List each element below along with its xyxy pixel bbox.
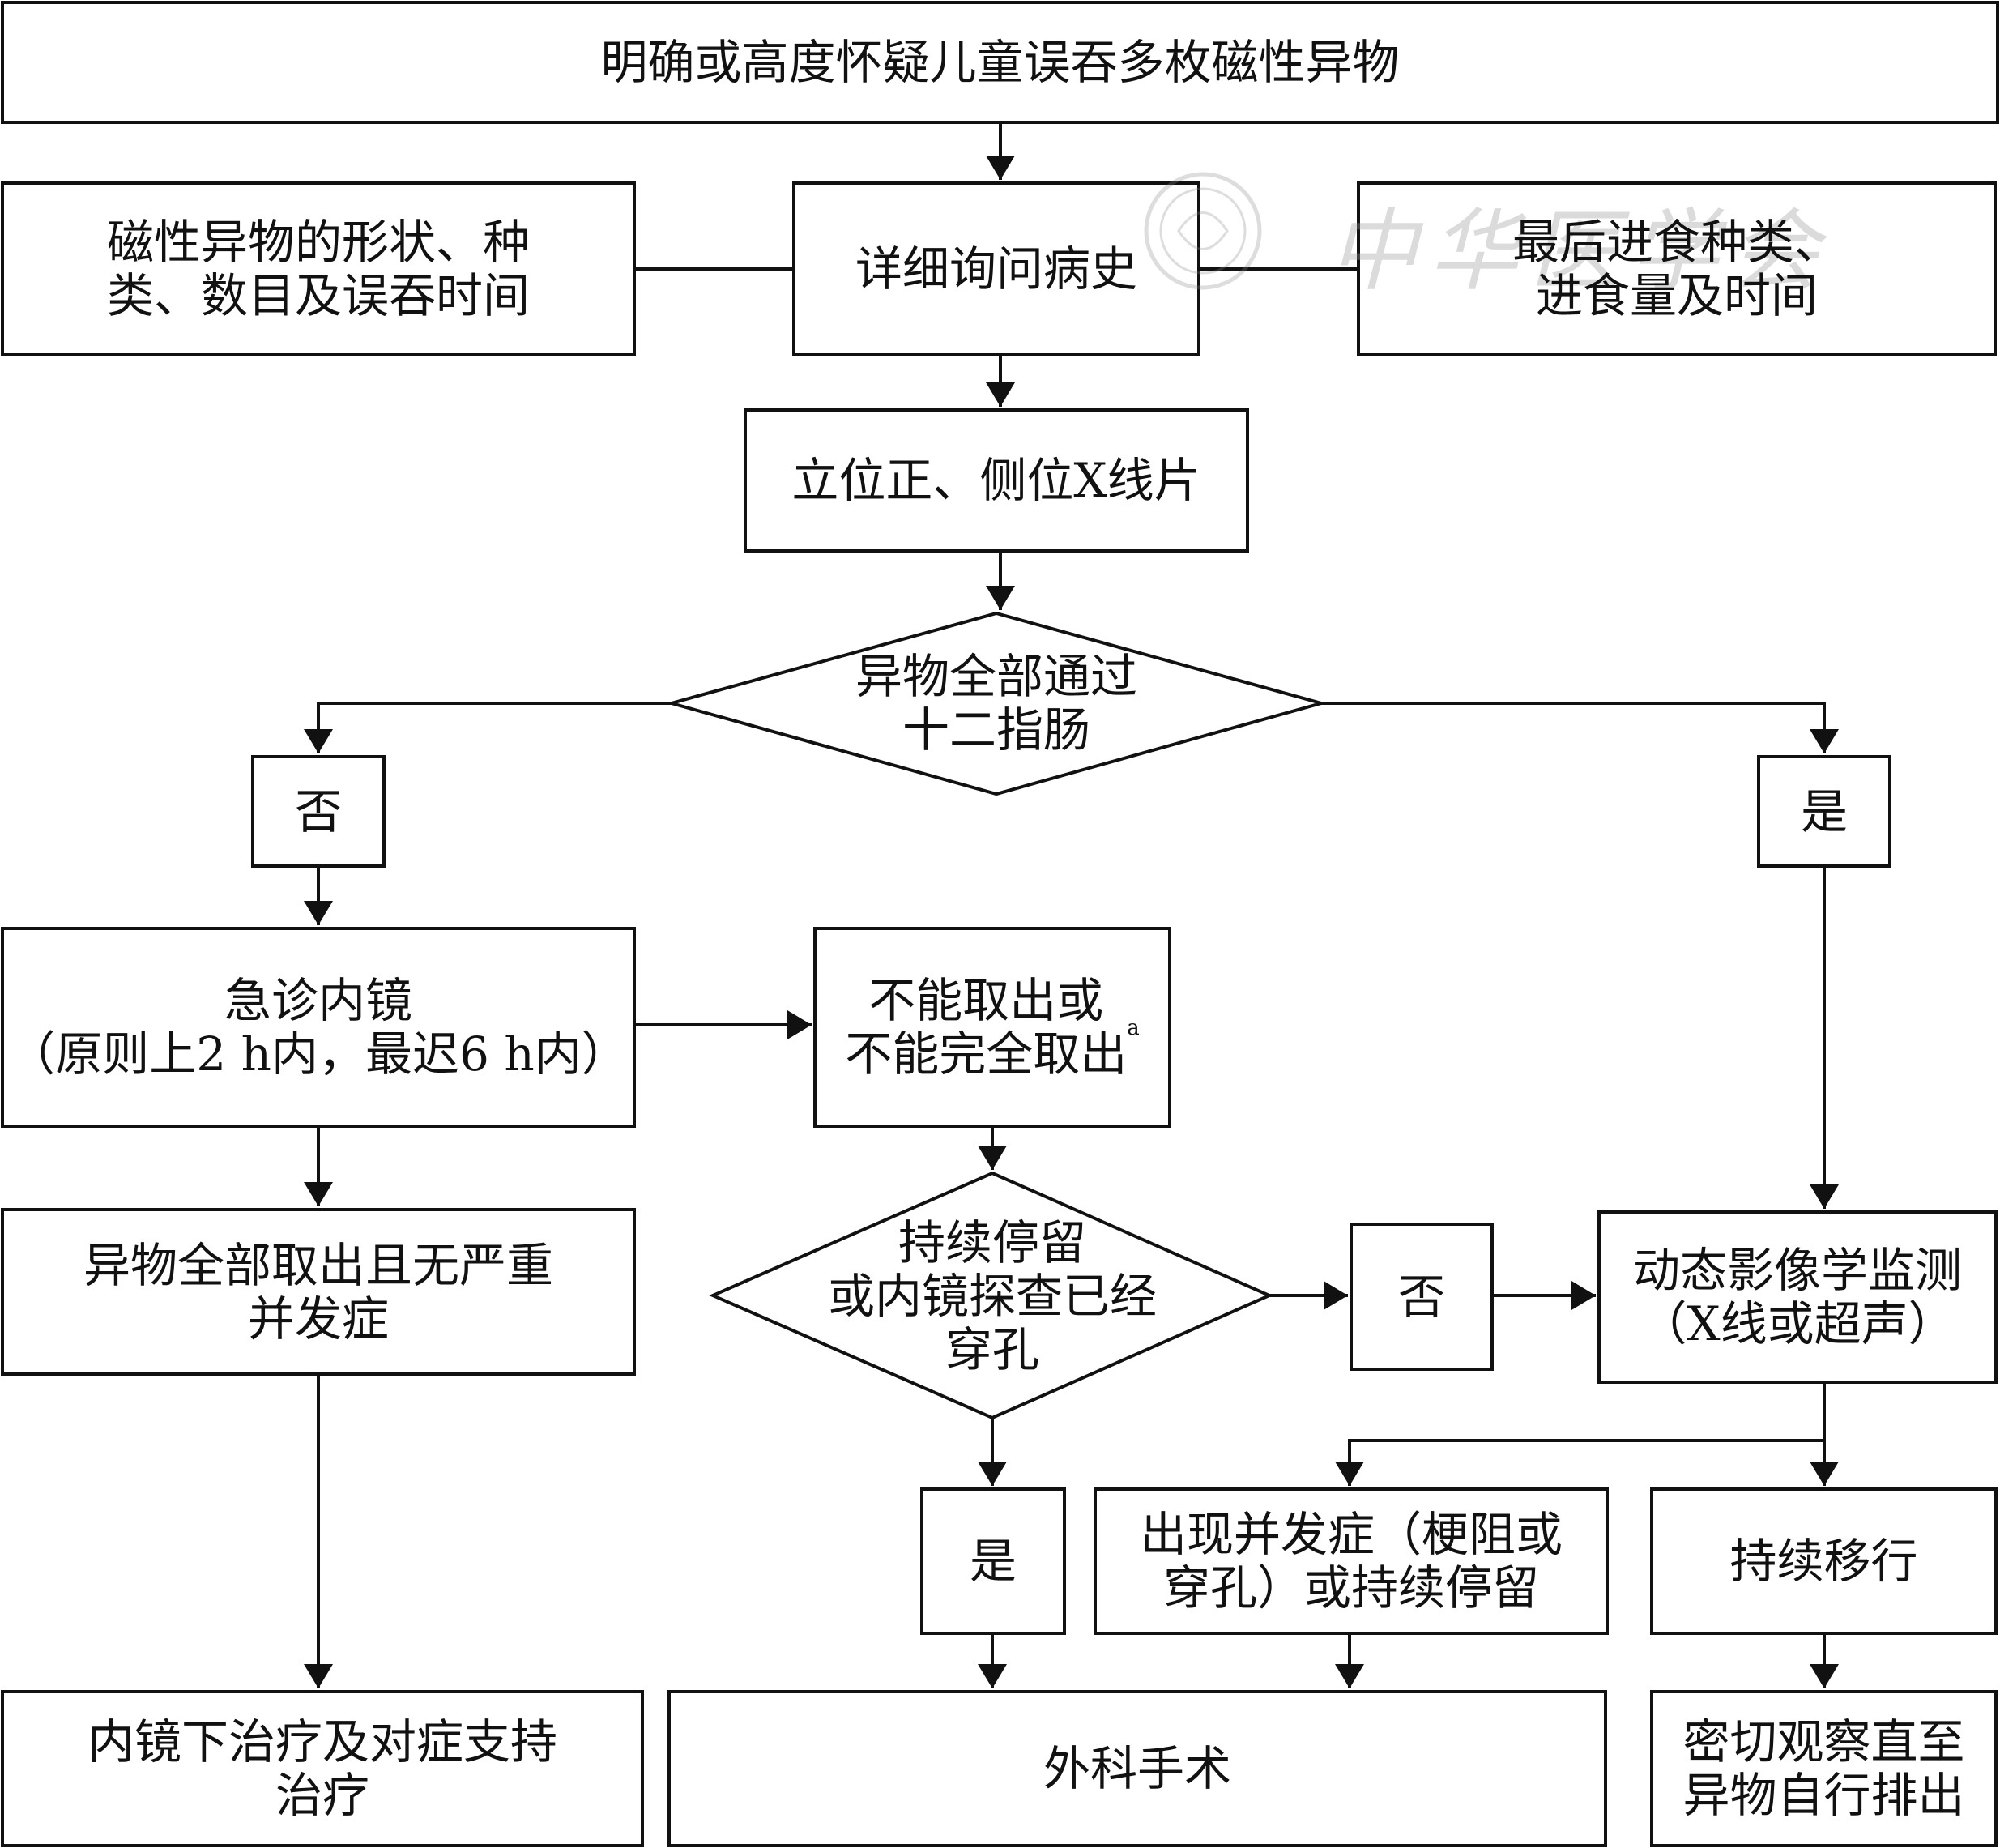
emergency-endoscopy-label: 急诊内镜 （原则上2 h内，最迟6 h内）	[8, 973, 629, 1082]
start-box	[1, 1, 1999, 124]
yes-box-1	[1757, 755, 1891, 868]
history-box	[792, 181, 1200, 356]
imaging-monitor-box	[1597, 1210, 1998, 1384]
history-label: 详细询问病史	[855, 241, 1137, 297]
keep-moving-box	[1650, 1487, 1998, 1635]
endoscopic-treatment-box	[1, 1690, 644, 1847]
passed-duodenum-label: 异物全部通过 十二指肠	[855, 649, 1137, 758]
watermark-seal-icon	[1144, 172, 1262, 290]
endoscopic-treatment-label: 内镜下治疗及对症支持 治疗	[87, 1714, 557, 1823]
complication-label: 出现并发症（梗阻或 穿孔）或持续停留	[1139, 1507, 1563, 1615]
cannot-remove-label: 不能取出或 不能完全取出	[845, 973, 1128, 1082]
imaging-monitor-label: 动态影像学监测 （X线或超声）	[1632, 1243, 1962, 1351]
edge-diamond-no	[304, 702, 672, 753]
no-box-2	[1350, 1223, 1494, 1371]
xray-box	[744, 408, 1249, 553]
foreign-info-box	[1, 181, 636, 356]
start-label: 明确或高度怀疑儿童误吞多枚磁性异物	[600, 35, 1400, 90]
no-label-1: 否	[294, 783, 342, 839]
yes-label-2: 是	[969, 1534, 1017, 1589]
all-removed-box	[1, 1208, 636, 1376]
complication-box	[1094, 1487, 1609, 1635]
observe-box	[1650, 1690, 1998, 1847]
watermark-text: 中华医学会	[1328, 199, 1831, 303]
persist-label: 持续停留 或内镜探查已经 穿孔	[827, 1215, 1157, 1377]
cannot-remove-note: a	[1127, 1016, 1140, 1040]
surgery-label: 外科手术	[1043, 1741, 1231, 1796]
edge-imaging-complication	[1335, 1382, 1826, 1486]
xray-label: 立位正、侧位X线片	[791, 453, 1201, 508]
meal-info-box	[1357, 181, 1997, 356]
yes-label-1: 是	[1800, 783, 1848, 839]
keep-moving-label: 持续移行	[1729, 1534, 1918, 1589]
observe-label: 密切观察直至 异物自行排出	[1682, 1714, 1965, 1823]
no-box-1	[251, 755, 386, 868]
no-label-2: 否	[1397, 1269, 1445, 1325]
passed-duodenum-diamond	[665, 611, 1328, 796]
all-removed-label: 异物全部取出且无严重 并发症	[83, 1237, 553, 1347]
surgery-box	[667, 1690, 1607, 1847]
foreign-info-label: 磁性异物的形状、种 类、数目及误吞时间	[106, 215, 530, 323]
edge-diamond-yes	[1321, 702, 1839, 753]
meal-info-label: 最后进食种类、 进食量及时间	[1512, 215, 1841, 323]
